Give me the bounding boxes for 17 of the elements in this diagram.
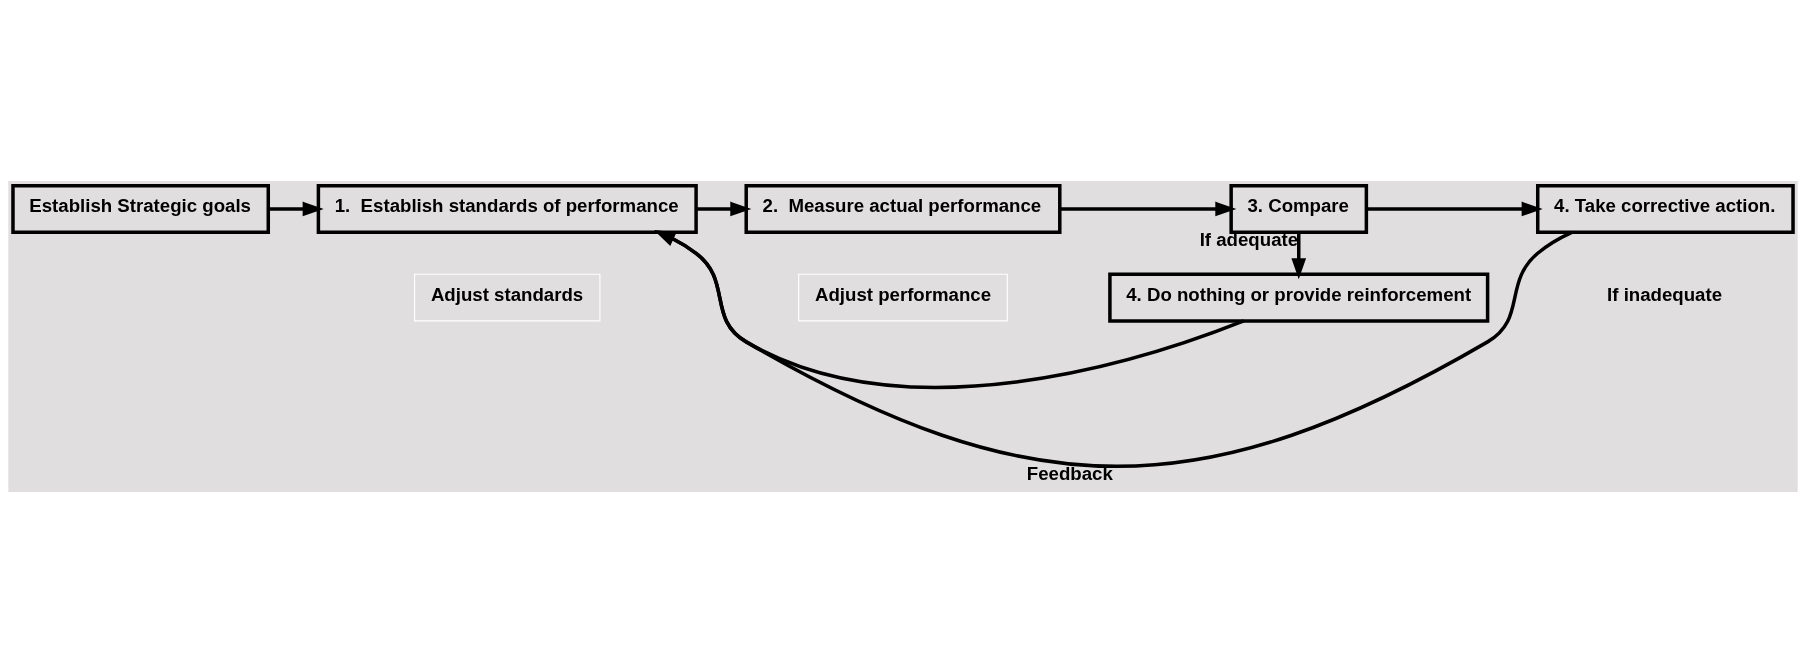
node-box: 3. Compare [1229,183,1369,234]
arrow [654,229,1245,389]
arrow [1291,231,1307,279]
node-box: Establish Strategic goals [11,183,270,234]
edge-label: Feedback [1026,462,1113,484]
node-box: Adjust standards [414,273,601,321]
arrow [1060,201,1237,216]
arrow [696,201,752,216]
arrow [654,229,1573,468]
arrow [268,201,324,216]
node-box: 1. Establish standards of performance [316,183,698,234]
label: If inadequate [1607,283,1723,305]
node-box: 4. Do nothing or provide reinforcement [1108,272,1490,323]
arrow [1366,201,1543,216]
node-box: 4. Take corrective action. [1536,183,1795,234]
node-box: Adjust performance [798,273,1008,321]
node-box: 2. Measure actual performance [744,183,1062,234]
